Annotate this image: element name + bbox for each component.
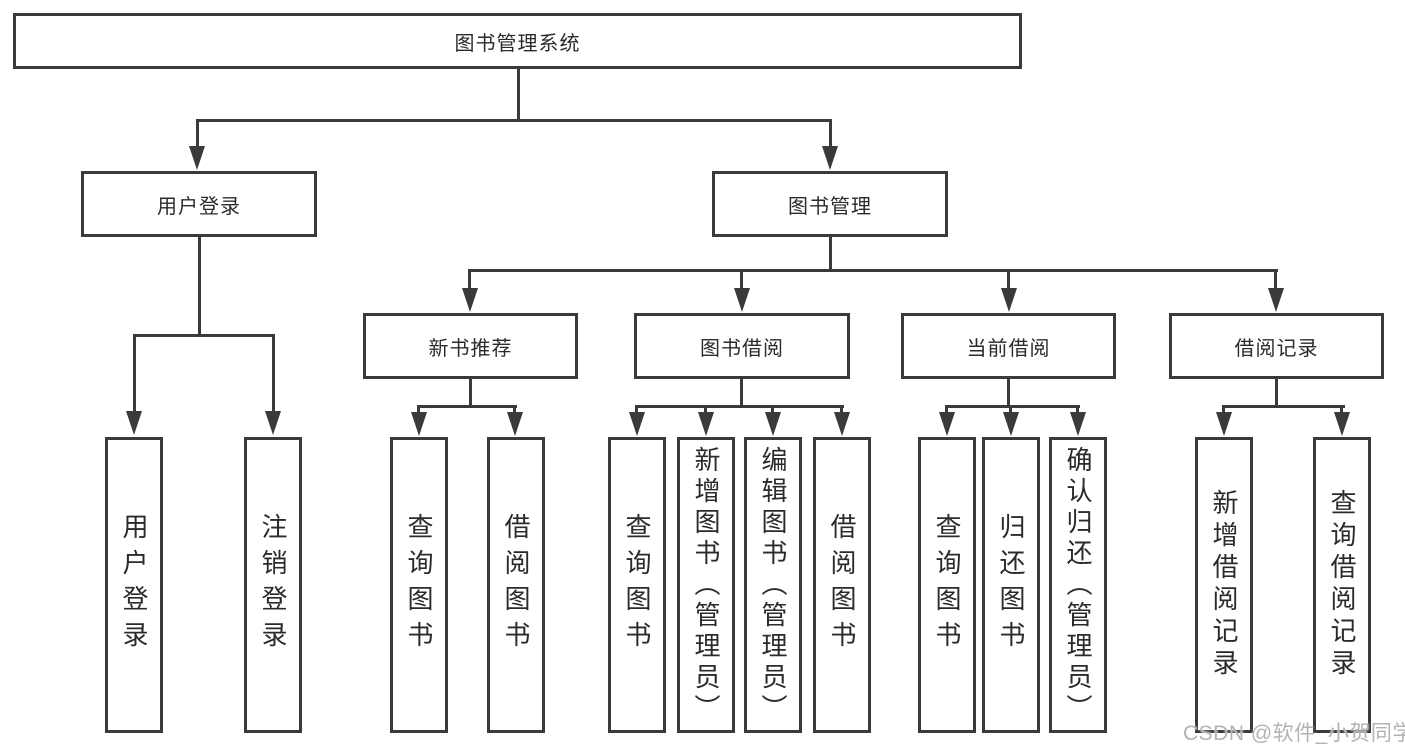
node-book-borrowing: 图书借阅 bbox=[634, 313, 850, 379]
node-book-management: 图书管理 bbox=[712, 171, 948, 237]
connector bbox=[740, 379, 743, 408]
arrowhead-down-icon bbox=[126, 411, 142, 435]
arrowhead-down-icon bbox=[189, 146, 205, 170]
node-label: 新书推荐 bbox=[428, 337, 513, 360]
arrowhead-down-icon bbox=[411, 412, 427, 436]
leaf-confirm-return-admin: 确认归还（管理员） bbox=[1049, 437, 1107, 733]
leaf-label: 借阅图书 bbox=[827, 513, 857, 657]
leaf-borrow-books-1: 借阅图书 bbox=[487, 437, 545, 733]
connector bbox=[1222, 405, 1225, 414]
leaf-label: 归还图书 bbox=[996, 513, 1026, 657]
connector bbox=[945, 405, 948, 414]
arrowhead-down-icon bbox=[734, 288, 750, 312]
leaf-label: 借阅图书 bbox=[501, 513, 531, 657]
arrowhead-down-icon bbox=[939, 412, 955, 436]
connector bbox=[1076, 405, 1079, 414]
leaf-label: 用户登录 bbox=[119, 513, 149, 657]
connector bbox=[740, 269, 743, 290]
arrowhead-down-icon bbox=[1001, 288, 1017, 312]
arrowhead-down-icon bbox=[765, 412, 781, 436]
node-borrowing-records: 借阅记录 bbox=[1169, 313, 1384, 379]
arrowhead-down-icon bbox=[629, 412, 645, 436]
node-book-management-system: 图书管理系统 bbox=[13, 13, 1022, 69]
leaf-label: 确认归还（管理员） bbox=[1063, 445, 1093, 725]
node-label: 借阅记录 bbox=[1234, 337, 1319, 360]
leaf-user-login: 用户登录 bbox=[105, 437, 163, 733]
connector bbox=[1007, 379, 1010, 408]
connector bbox=[635, 405, 844, 408]
arrowhead-down-icon bbox=[1334, 412, 1350, 436]
leaf-logout: 注销登录 bbox=[244, 437, 302, 733]
node-label: 用户登录 bbox=[157, 195, 241, 218]
connector bbox=[468, 269, 1278, 272]
connector bbox=[829, 237, 832, 272]
connector bbox=[945, 405, 1080, 408]
arrowhead-down-icon bbox=[507, 412, 523, 436]
leaf-label: 查询图书 bbox=[932, 513, 962, 657]
connector bbox=[133, 334, 136, 413]
connector bbox=[1274, 269, 1277, 290]
connector bbox=[840, 405, 843, 414]
arrowhead-down-icon bbox=[265, 411, 281, 435]
connector bbox=[468, 269, 471, 290]
node-label: 图书借阅 bbox=[700, 337, 784, 360]
arrowhead-down-icon bbox=[462, 288, 478, 312]
connector bbox=[513, 405, 516, 414]
connector bbox=[1007, 269, 1010, 290]
node-label: 图书管理 bbox=[788, 195, 872, 218]
connector bbox=[133, 334, 275, 337]
leaf-borrow-books-2: 借阅图书 bbox=[813, 437, 871, 733]
leaf-query-books-3: 查询图书 bbox=[918, 437, 976, 733]
node-label: 当前借阅 bbox=[966, 337, 1051, 360]
arrowhead-down-icon bbox=[1070, 412, 1086, 436]
leaf-label: 新增借阅记录 bbox=[1209, 489, 1239, 681]
leaf-query-books-2: 查询图书 bbox=[608, 437, 666, 733]
connector bbox=[517, 69, 520, 121]
connector bbox=[1009, 405, 1012, 414]
arrowhead-down-icon bbox=[1003, 412, 1019, 436]
leaf-label: 查询借阅记录 bbox=[1327, 489, 1357, 681]
connector bbox=[704, 405, 707, 414]
leaf-label: 新增图书（管理员） bbox=[691, 445, 721, 725]
node-user-login: 用户登录 bbox=[81, 171, 317, 237]
connector bbox=[417, 405, 517, 408]
arrowhead-down-icon bbox=[1268, 288, 1284, 312]
leaf-label: 查询图书 bbox=[404, 513, 434, 657]
connector bbox=[1340, 405, 1343, 414]
leaf-label: 注销登录 bbox=[258, 513, 288, 657]
node-new-book-recommendation: 新书推荐 bbox=[363, 313, 578, 379]
arrowhead-down-icon bbox=[1216, 412, 1232, 436]
arrowhead-down-icon bbox=[822, 146, 838, 170]
connector bbox=[196, 119, 832, 122]
connector bbox=[196, 119, 199, 148]
arrowhead-down-icon bbox=[834, 412, 850, 436]
arrowhead-down-icon bbox=[698, 412, 714, 436]
connector bbox=[469, 379, 472, 408]
connector bbox=[1222, 405, 1345, 408]
leaf-add-borrow-record: 新增借阅记录 bbox=[1195, 437, 1253, 733]
leaf-return-books: 归还图书 bbox=[982, 437, 1040, 733]
connector bbox=[635, 405, 638, 414]
leaf-query-borrow-record: 查询借阅记录 bbox=[1313, 437, 1371, 733]
leaf-edit-books-admin: 编辑图书（管理员） bbox=[744, 437, 802, 733]
connector bbox=[1275, 379, 1278, 408]
leaf-label: 查询图书 bbox=[622, 513, 652, 657]
connector bbox=[198, 237, 201, 336]
leaf-add-books-admin: 新增图书（管理员） bbox=[677, 437, 735, 733]
leaf-label: 编辑图书（管理员） bbox=[758, 445, 788, 725]
node-label: 图书管理系统 bbox=[454, 32, 581, 55]
connector bbox=[829, 119, 832, 148]
leaf-query-books-1: 查询图书 bbox=[390, 437, 448, 733]
connector bbox=[417, 405, 420, 414]
node-current-borrowing: 当前借阅 bbox=[901, 313, 1116, 379]
connector bbox=[771, 405, 774, 414]
csdn-watermark: CSDN @软件_小贺同学 bbox=[1183, 722, 1405, 745]
connector bbox=[272, 334, 275, 413]
